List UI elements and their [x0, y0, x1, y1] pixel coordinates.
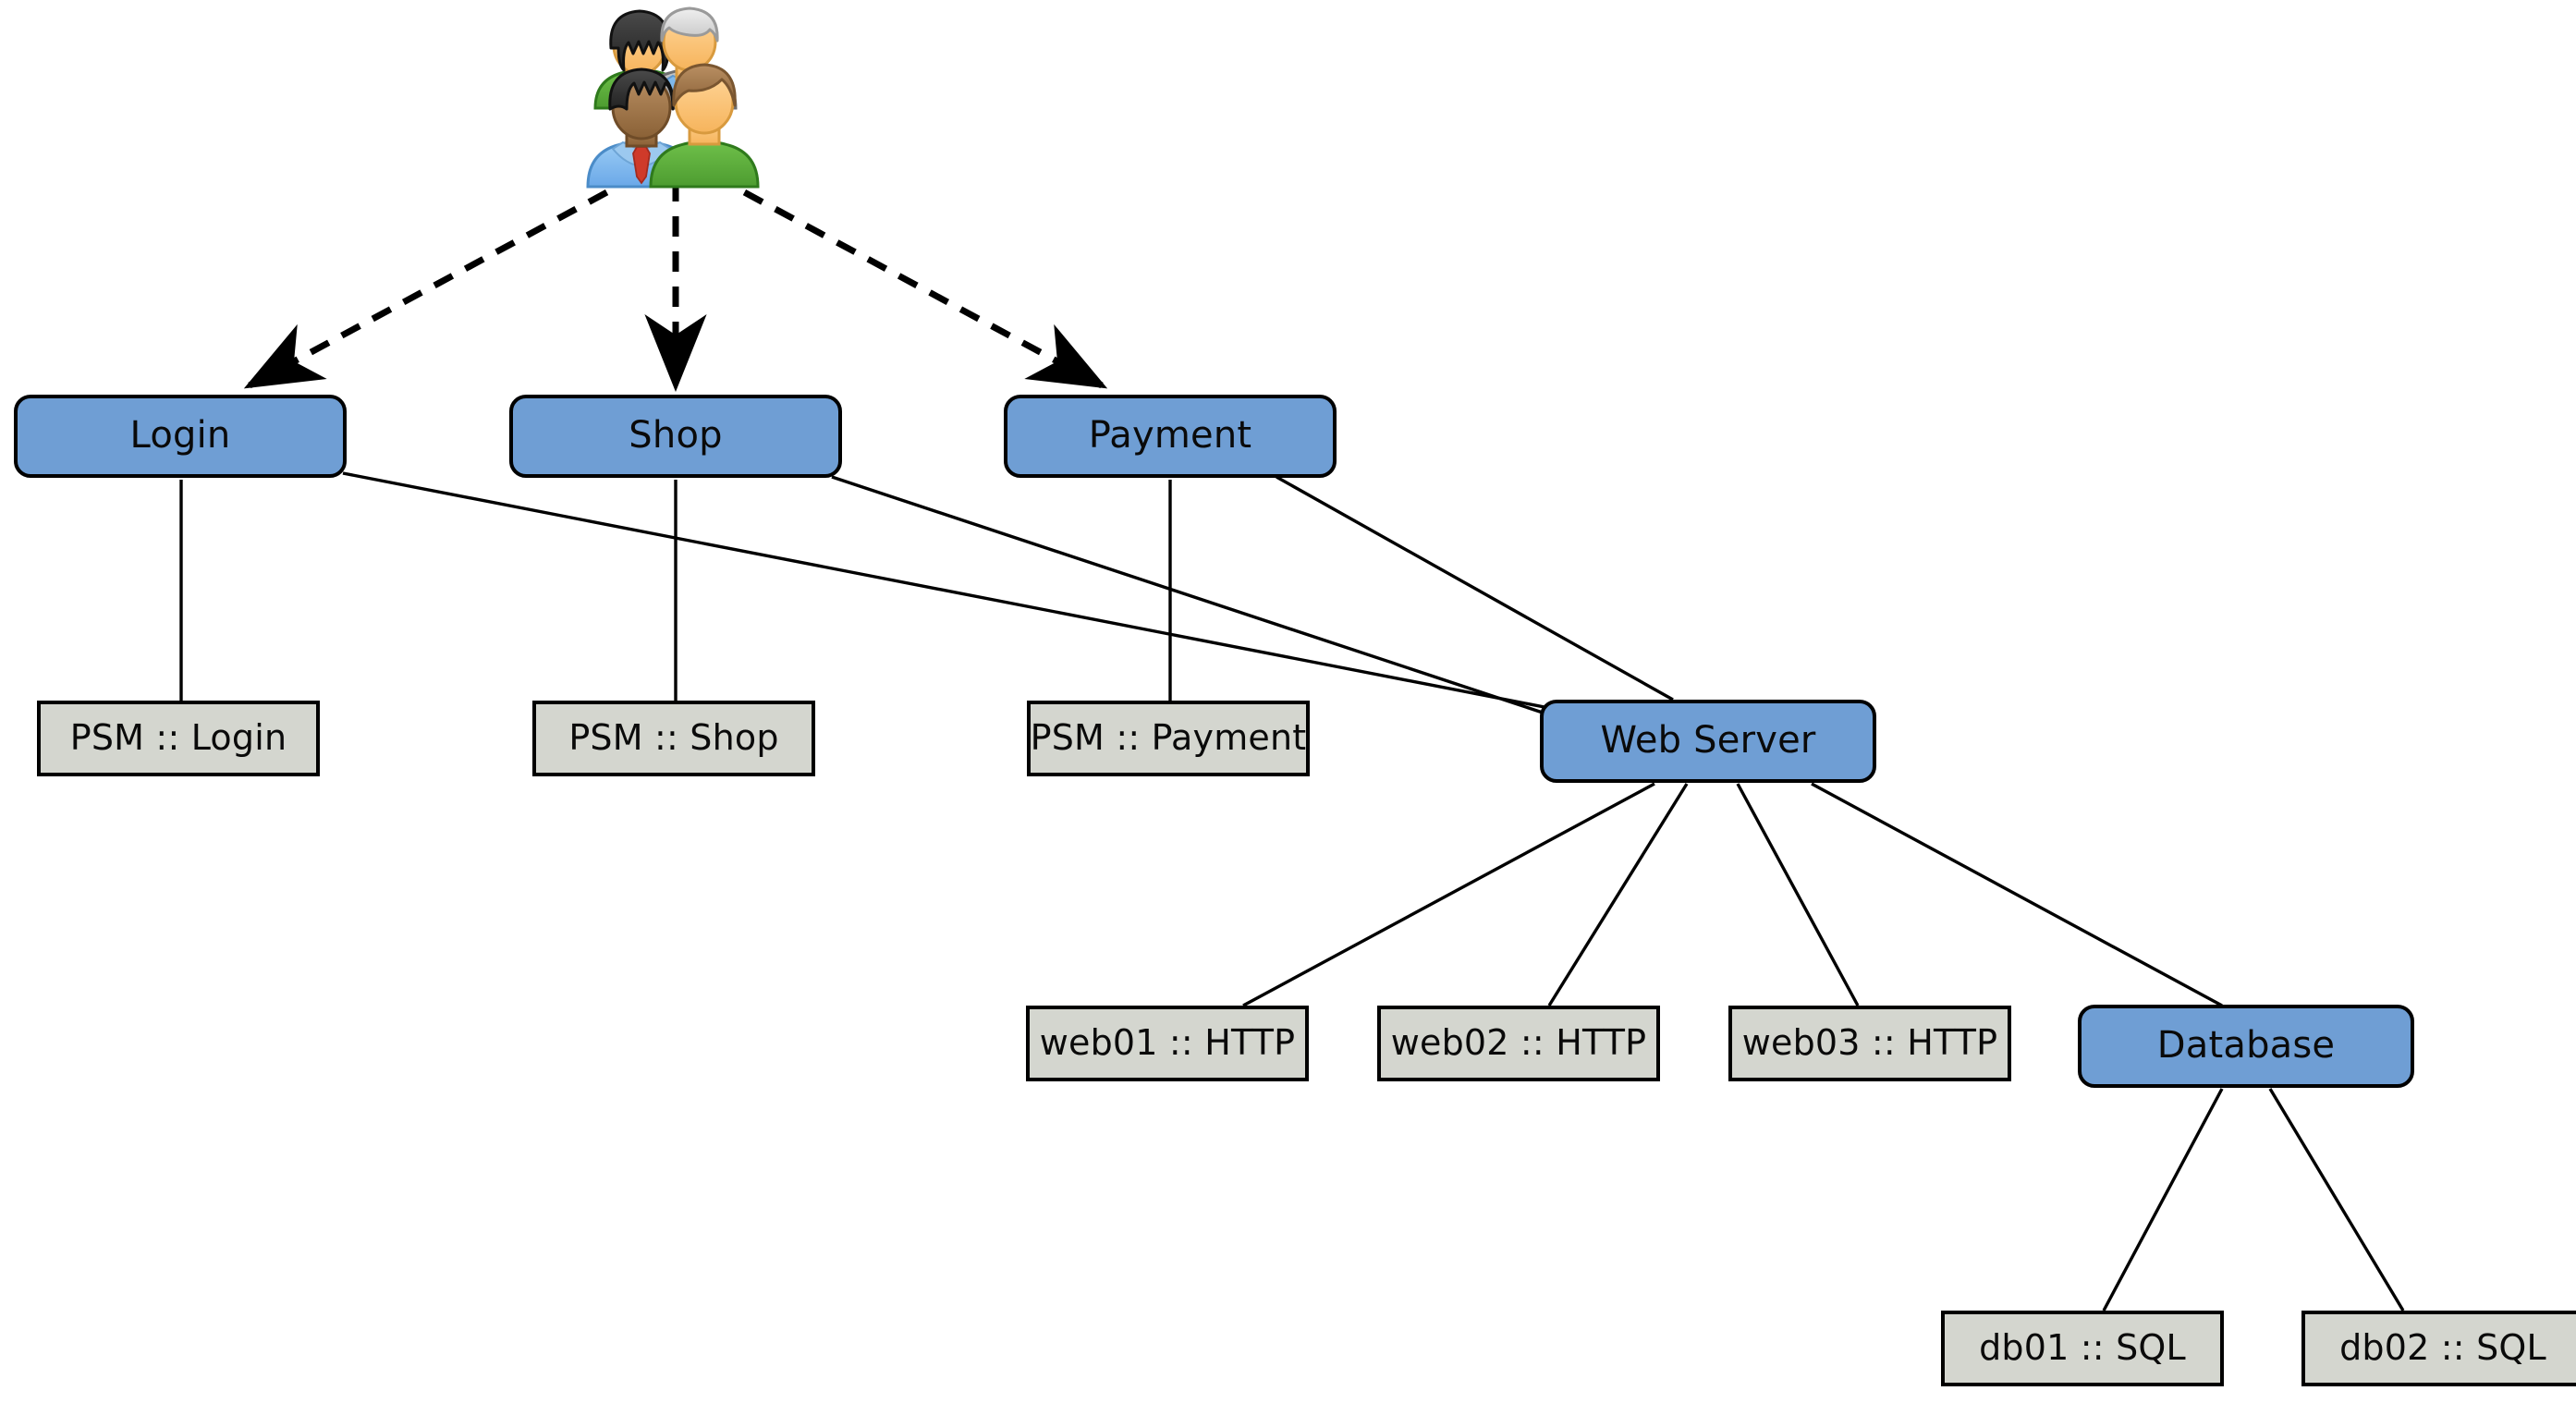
node-psm_payment[interactable]: PSM :: Payment: [1027, 701, 1310, 776]
node-label-webserver: Web Server: [1600, 718, 1816, 762]
node-webserver[interactable]: Web Server: [1540, 700, 1876, 783]
node-label-web02: web02 :: HTTP: [1390, 1021, 1647, 1063]
node-label-database: Database: [2156, 1023, 2336, 1067]
node-label-psm_payment: PSM :: Payment: [1030, 716, 1307, 758]
edge-actor-payment: [712, 172, 1108, 389]
node-web03[interactable]: web03 :: HTTP: [1728, 1006, 2011, 1081]
node-label-shop: Shop: [629, 413, 723, 457]
node-web02[interactable]: web02 :: HTTP: [1377, 1006, 1660, 1081]
users-group-icon: [562, 2, 769, 192]
node-psm_shop[interactable]: PSM :: Shop: [532, 701, 815, 776]
node-label-db01: db01 :: SQL: [1979, 1326, 2186, 1368]
node-label-psm_login: PSM :: Login: [69, 716, 287, 758]
node-label-web03: web03 :: HTTP: [1741, 1021, 1998, 1063]
node-psm_login[interactable]: PSM :: Login: [37, 701, 320, 776]
edge-webserver-web02: [1547, 783, 1689, 1006]
node-label-web01: web01 :: HTTP: [1039, 1021, 1296, 1063]
node-database[interactable]: Database: [2078, 1005, 2414, 1088]
node-db01[interactable]: db01 :: SQL: [1941, 1311, 2224, 1386]
edge-webserver-web03: [1736, 783, 1860, 1006]
edge-webserver-database: [1811, 782, 2223, 1007]
node-db02[interactable]: db02 :: SQL: [2301, 1311, 2576, 1386]
node-shop[interactable]: Shop: [509, 395, 842, 478]
edge-actor-login: [243, 172, 640, 389]
person-front-right: [649, 63, 760, 189]
edge-webserver-web01: [1242, 782, 1655, 1007]
edge-shop-webserver: [831, 475, 1552, 717]
edge-login-webserver: [342, 471, 1550, 710]
node-label-psm_shop: PSM :: Shop: [568, 716, 779, 758]
node-web01[interactable]: web01 :: HTTP: [1026, 1006, 1309, 1081]
node-label-db02: db02 :: SQL: [2339, 1326, 2546, 1368]
edge-payment-webserver: [1276, 475, 1674, 702]
edge-database-db02: [2268, 1088, 2405, 1312]
node-payment[interactable]: Payment: [1004, 395, 1337, 478]
node-label-payment: Payment: [1088, 413, 1252, 457]
node-login[interactable]: Login: [14, 395, 347, 478]
edge-database-db01: [2102, 1088, 2224, 1312]
node-label-login: Login: [129, 413, 231, 457]
